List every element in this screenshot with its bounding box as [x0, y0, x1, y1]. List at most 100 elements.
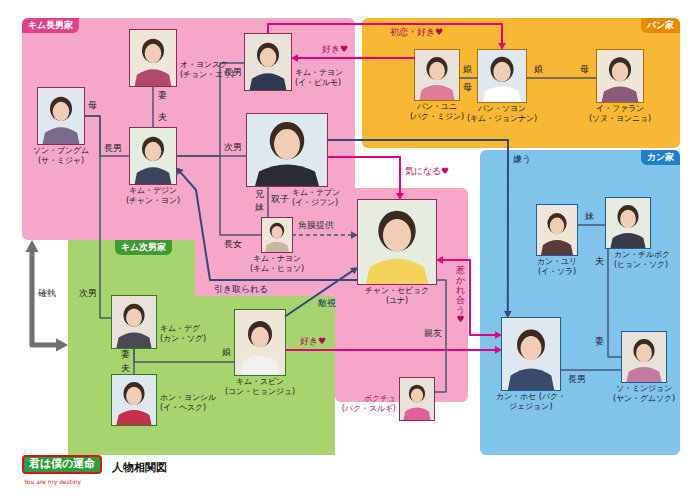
connector-line — [327, 157, 400, 195]
character-name: パン・ソヨン (キム・ジョンナン) — [465, 104, 539, 123]
portrait-photo — [537, 205, 577, 255]
relation-label: 双子 — [271, 194, 289, 204]
relation-label: 長男 — [568, 374, 586, 384]
relation-label: 夫 — [121, 363, 130, 373]
portrait-photo — [235, 310, 285, 375]
character-name: パン・ユニ (パク・ミジン) — [408, 102, 466, 121]
connector-line — [327, 140, 508, 313]
character-card: オ・ヨンスク (チョン・エリ) — [130, 30, 176, 86]
family-line — [268, 186, 269, 218]
character-name: ボクチュ (パク・スルギ) — [338, 394, 396, 413]
family-line — [84, 116, 130, 156]
family-line — [526, 77, 597, 78]
edge-label: 初恋・好き♥ — [390, 27, 443, 37]
connector-line — [134, 348, 235, 362]
portrait-photo — [502, 318, 560, 390]
relation-label: 母 — [463, 82, 472, 92]
character-name: キム・ナヨン (キム・ヒョソ) — [248, 254, 306, 273]
arrow-head — [25, 240, 38, 252]
connector-line — [285, 270, 354, 317]
portrait-photo — [38, 88, 84, 144]
character-card: キム・テプン (イ・ジフン) — [247, 114, 327, 186]
portrait-photo — [245, 34, 291, 90]
portrait-photo — [247, 114, 327, 186]
character-card: カン・ユリ (イ・ソラ) — [537, 205, 577, 255]
family-line — [577, 225, 606, 226]
connector-line — [176, 155, 247, 157]
relation-label: 娘 — [463, 64, 472, 74]
portrait-photo — [262, 218, 292, 252]
region-heading: キム長男家 — [22, 18, 79, 33]
character-card: ボクチュ (パク・スルギ) — [400, 378, 434, 420]
connector-line — [176, 156, 262, 235]
character-card: キム・デグ (カン・ソグ) — [112, 296, 156, 348]
connector-line — [296, 57, 415, 59]
family-line — [176, 156, 262, 235]
relation-arrow — [436, 256, 502, 339]
region-heading: キム次男家 — [115, 240, 172, 255]
portrait-photo — [415, 50, 459, 100]
character-card: キム・デジン (チャン・ヨン) — [130, 128, 176, 184]
family-line — [560, 369, 622, 370]
arrow-head — [396, 193, 404, 200]
edge-label: 嫌う — [513, 154, 531, 164]
family-line — [176, 155, 247, 156]
family-line — [459, 77, 478, 78]
family-region: カン家カン・ユリ (イ・ソラ) カン・チルボク (ヒョン・ソク) ソ・ミンジョン (… — [480, 150, 680, 455]
character-name: ソ・ミンジョン (ヤン・グムソク) — [611, 384, 677, 403]
character-card: ソン・プングム (サ・ミジャ) — [38, 88, 84, 144]
arrow-head — [56, 338, 68, 351]
region-heading: カン家 — [641, 150, 680, 165]
family-line — [134, 348, 135, 375]
family-region: パン家パン・ユニ (パク・ミジン)パン・ソヨン (キム・ジョンナン)イ・ファラン… — [362, 18, 680, 148]
character-name: キム・テヨン (イ・ピルモ) — [295, 68, 346, 87]
character-name: キム・スビン (コン・ヒョンジュ) — [223, 377, 297, 396]
character-card: パン・ソヨン (キム・ジョンナン) — [478, 50, 526, 102]
relation-arrow — [327, 157, 404, 200]
connector-line — [459, 77, 478, 79]
character-name: カン・ユリ (イ・ソラ) — [536, 257, 579, 276]
connector-line — [176, 63, 245, 156]
relation-label: 次男 — [79, 288, 97, 298]
edge-label: 親友 — [424, 328, 442, 338]
relation-label: 妹 — [585, 211, 594, 221]
character-name: ソン・プングム (サ・ミジャ) — [32, 146, 91, 165]
connector-line — [560, 369, 622, 371]
connector-line — [608, 248, 622, 357]
relation-label: 妹 — [255, 202, 264, 212]
relation-label: 夫 — [158, 112, 167, 122]
edge-label: 惹かれ合う♥ — [456, 266, 465, 325]
character-card: ソ・ミンジョン (ヤン・グムソク) — [622, 332, 666, 382]
arrow-head — [176, 167, 184, 175]
relation-arrow — [25, 240, 68, 352]
relation-arrow — [291, 54, 415, 62]
region-heading: パン家 — [641, 18, 680, 33]
diagram-caption: 人物相関図 — [112, 462, 167, 475]
relation-label: 次男 — [224, 142, 242, 152]
character-card: パン・ユニ (パク・ミジン) — [415, 50, 459, 100]
character-name: チャン・セビョク (ユナ) — [364, 286, 431, 305]
relation-label: 妻 — [595, 336, 604, 346]
edge-label: 敵視 — [318, 298, 336, 308]
relation-label: 娘 — [534, 64, 543, 74]
edge-label: 好き♥ — [300, 336, 326, 346]
character-card: カン・チルボク (ヒョン・ソク) — [606, 198, 650, 248]
relation-label: 長女 — [224, 239, 242, 249]
character-name: ホン・ヨンシル (イ・ヘスク) — [160, 393, 219, 412]
show-logo: 君は僕の運命 — [22, 455, 102, 474]
portrait-photo — [112, 296, 156, 348]
portrait-photo — [606, 198, 650, 248]
character-name: キム・デグ (カン・ソグ) — [160, 324, 210, 343]
arrow-head — [351, 231, 358, 239]
character-card: キム・テヨン (イ・ピルモ) — [245, 34, 291, 90]
edge-label: 確執 — [38, 288, 56, 298]
portrait-photo — [400, 378, 434, 420]
character-card: カン・ホセ (パク・ジェジョン) — [502, 318, 560, 390]
relation-arrow — [327, 140, 512, 318]
family-line — [176, 63, 245, 156]
connector-line — [133, 348, 135, 375]
character-name: カン・ホセ (パク・ジェジョン) — [494, 392, 568, 411]
connector-line — [267, 186, 269, 218]
relation-arrow — [285, 346, 502, 354]
